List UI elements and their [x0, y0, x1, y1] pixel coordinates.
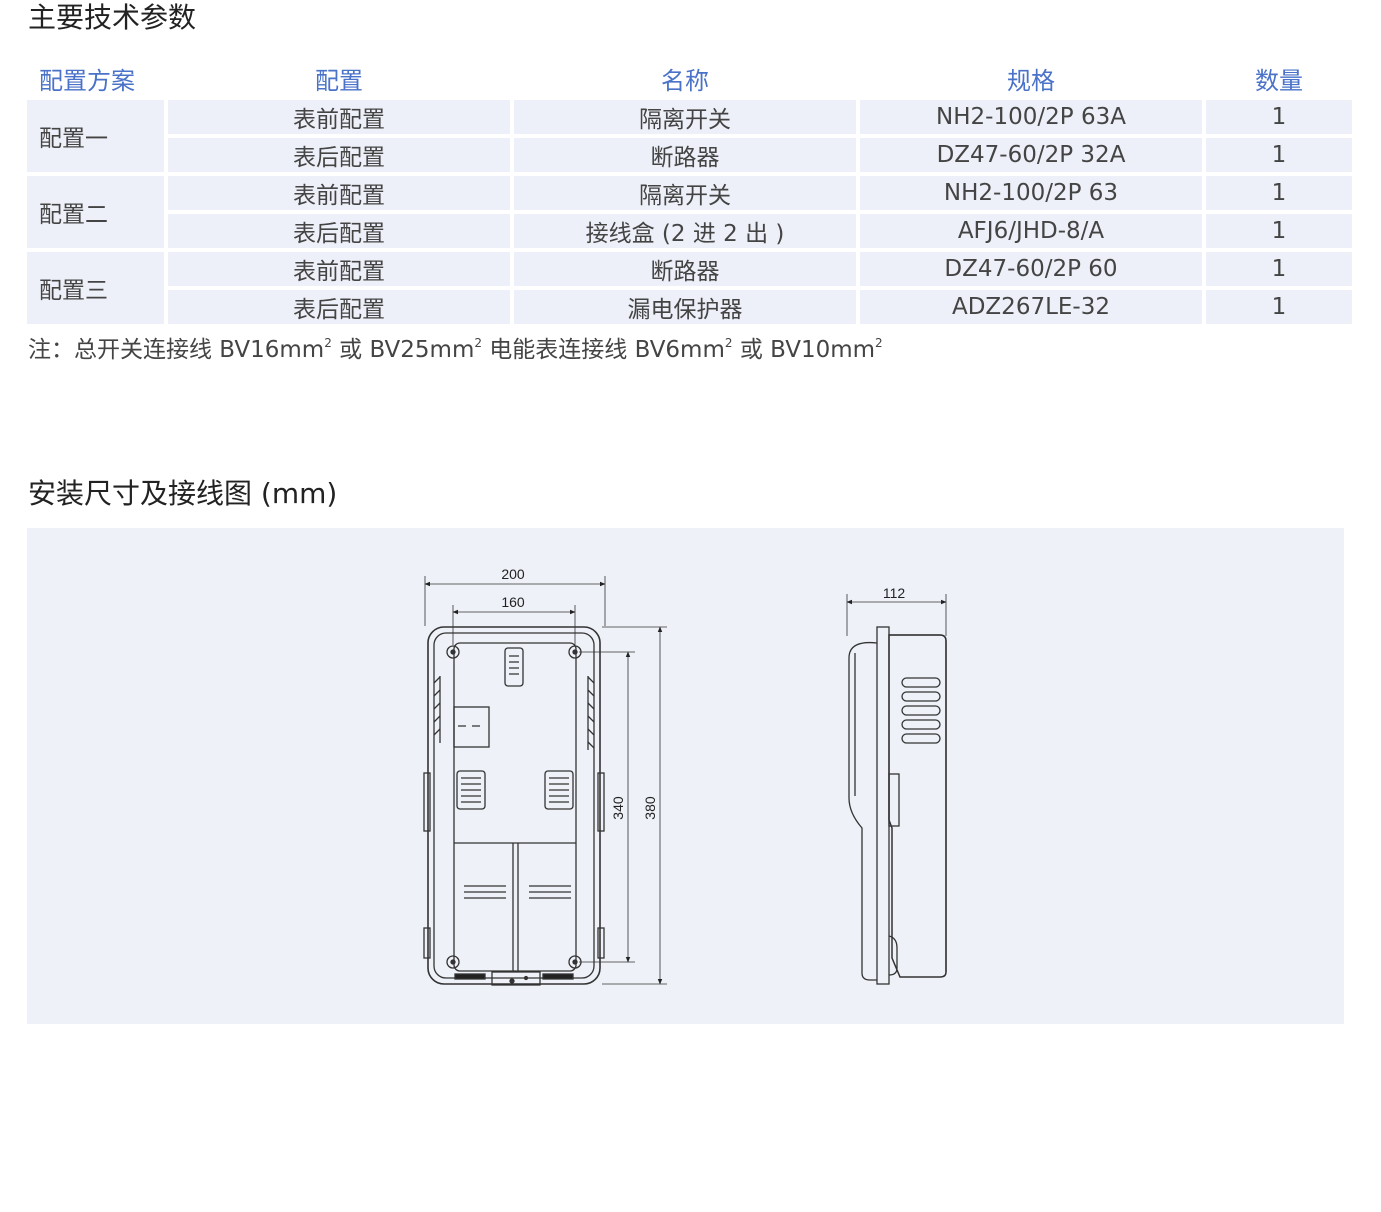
- spec-cell: DZ47-60/2P 32A: [860, 138, 1202, 172]
- note-text: 注：总开关连接线 BV16mm: [28, 337, 325, 363]
- name-cell: 断路器: [514, 138, 856, 172]
- config-cell: 表前配置: [168, 176, 510, 210]
- installation-diagram-panel: 200 160 340 380: [27, 528, 1344, 1024]
- screw-icon: [446, 645, 582, 969]
- config-cell: 表后配置: [168, 214, 510, 248]
- plan-cell: 配置二: [27, 176, 164, 248]
- note-text: 或 BV10mm: [732, 337, 876, 363]
- install-title: 安装尺寸及接线图 (mm): [28, 477, 338, 510]
- dim-height-inner: 340: [610, 796, 626, 820]
- vent-right: [587, 676, 595, 750]
- header-plan: 配置方案: [39, 66, 135, 95]
- dim-depth: 112: [883, 585, 906, 601]
- vent-left: [433, 676, 441, 743]
- front-view: 200 160 340 380: [423, 566, 667, 986]
- spec-cell: ADZ267LE-32: [860, 290, 1202, 324]
- table-row: 配置一 表前配置 隔离开关 NH2-100/2P 63A 1: [27, 100, 1352, 172]
- table-row: 表后配置 断路器 DZ47-60/2P 32A 1: [27, 138, 1352, 172]
- installation-diagram: 200 160 340 380: [423, 566, 947, 986]
- note-sup: 2: [324, 336, 332, 350]
- name-cell: 漏电保护器: [514, 290, 856, 324]
- table-header-row: 配置方案 配置 名称 规格 数量: [27, 60, 1352, 96]
- dim-height-outer: 380: [642, 796, 658, 820]
- name-cell: 断路器: [514, 252, 856, 286]
- table-row: 配置二 表前配置 隔离开关 NH2-100/2P 63 1: [27, 176, 1352, 248]
- config-cell: 表前配置: [168, 100, 510, 134]
- note-text: 或 BV25mm: [331, 337, 475, 363]
- name-cell: 隔离开关: [514, 176, 856, 210]
- qty-cell: 1: [1206, 214, 1352, 248]
- header-spec: 规格: [1007, 66, 1055, 95]
- note-sup: 2: [474, 336, 482, 350]
- header-qty: 数量: [1255, 66, 1303, 95]
- spec-table: 配置方案 配置 名称 规格 数量 配置一 表前配置 隔离开关 NH2-100/2…: [23, 56, 1356, 328]
- plan-cell: 配置一: [27, 100, 164, 172]
- table-row: 表后配置 漏电保护器 ADZ267LE-32 1: [27, 290, 1352, 324]
- name-cell: 隔离开关: [514, 100, 856, 134]
- dim-width-outer: 200: [501, 566, 525, 582]
- qty-cell: 1: [1206, 290, 1352, 324]
- table-row: 表后配置 接线盒 (2 进 2 出 ) AFJ6/JHD-8/A 1: [27, 214, 1352, 248]
- side-vents: [901, 677, 941, 744]
- qty-cell: 1: [1206, 138, 1352, 172]
- note-sup: 2: [724, 336, 733, 350]
- spec-cell: DZ47-60/2P 60: [860, 252, 1202, 286]
- qty-cell: 1: [1206, 100, 1352, 134]
- table-row: 配置三 表前配置 断路器 DZ47-60/2P 60 1: [27, 252, 1352, 324]
- header-config: 配置: [315, 66, 363, 95]
- qty-cell: 1: [1206, 176, 1352, 210]
- specs-title: 主要技术参数: [28, 1, 197, 34]
- name-cell: 接线盒 (2 进 2 出 ): [514, 214, 856, 248]
- config-cell: 表后配置: [168, 138, 510, 172]
- wiring-note: 注：总开关连接线 BV16mm2 或 BV25mm2 电能表连接线 BV6mm2…: [28, 330, 883, 364]
- qty-cell: 1: [1206, 252, 1352, 286]
- note-sup: 2: [875, 336, 883, 350]
- dim-width-inner: 160: [501, 594, 525, 610]
- plan-cell: 配置三: [27, 252, 164, 324]
- spec-cell: NH2-100/2P 63A: [860, 100, 1202, 134]
- note-text: 电能表连接线 BV6mm: [482, 337, 725, 363]
- side-view: 112: [846, 585, 947, 985]
- config-cell: 表前配置: [168, 252, 510, 286]
- config-cell: 表后配置: [168, 290, 510, 324]
- spec-cell: AFJ6/JHD-8/A: [860, 214, 1202, 248]
- spec-cell: NH2-100/2P 63: [860, 176, 1202, 210]
- header-name: 名称: [661, 66, 709, 95]
